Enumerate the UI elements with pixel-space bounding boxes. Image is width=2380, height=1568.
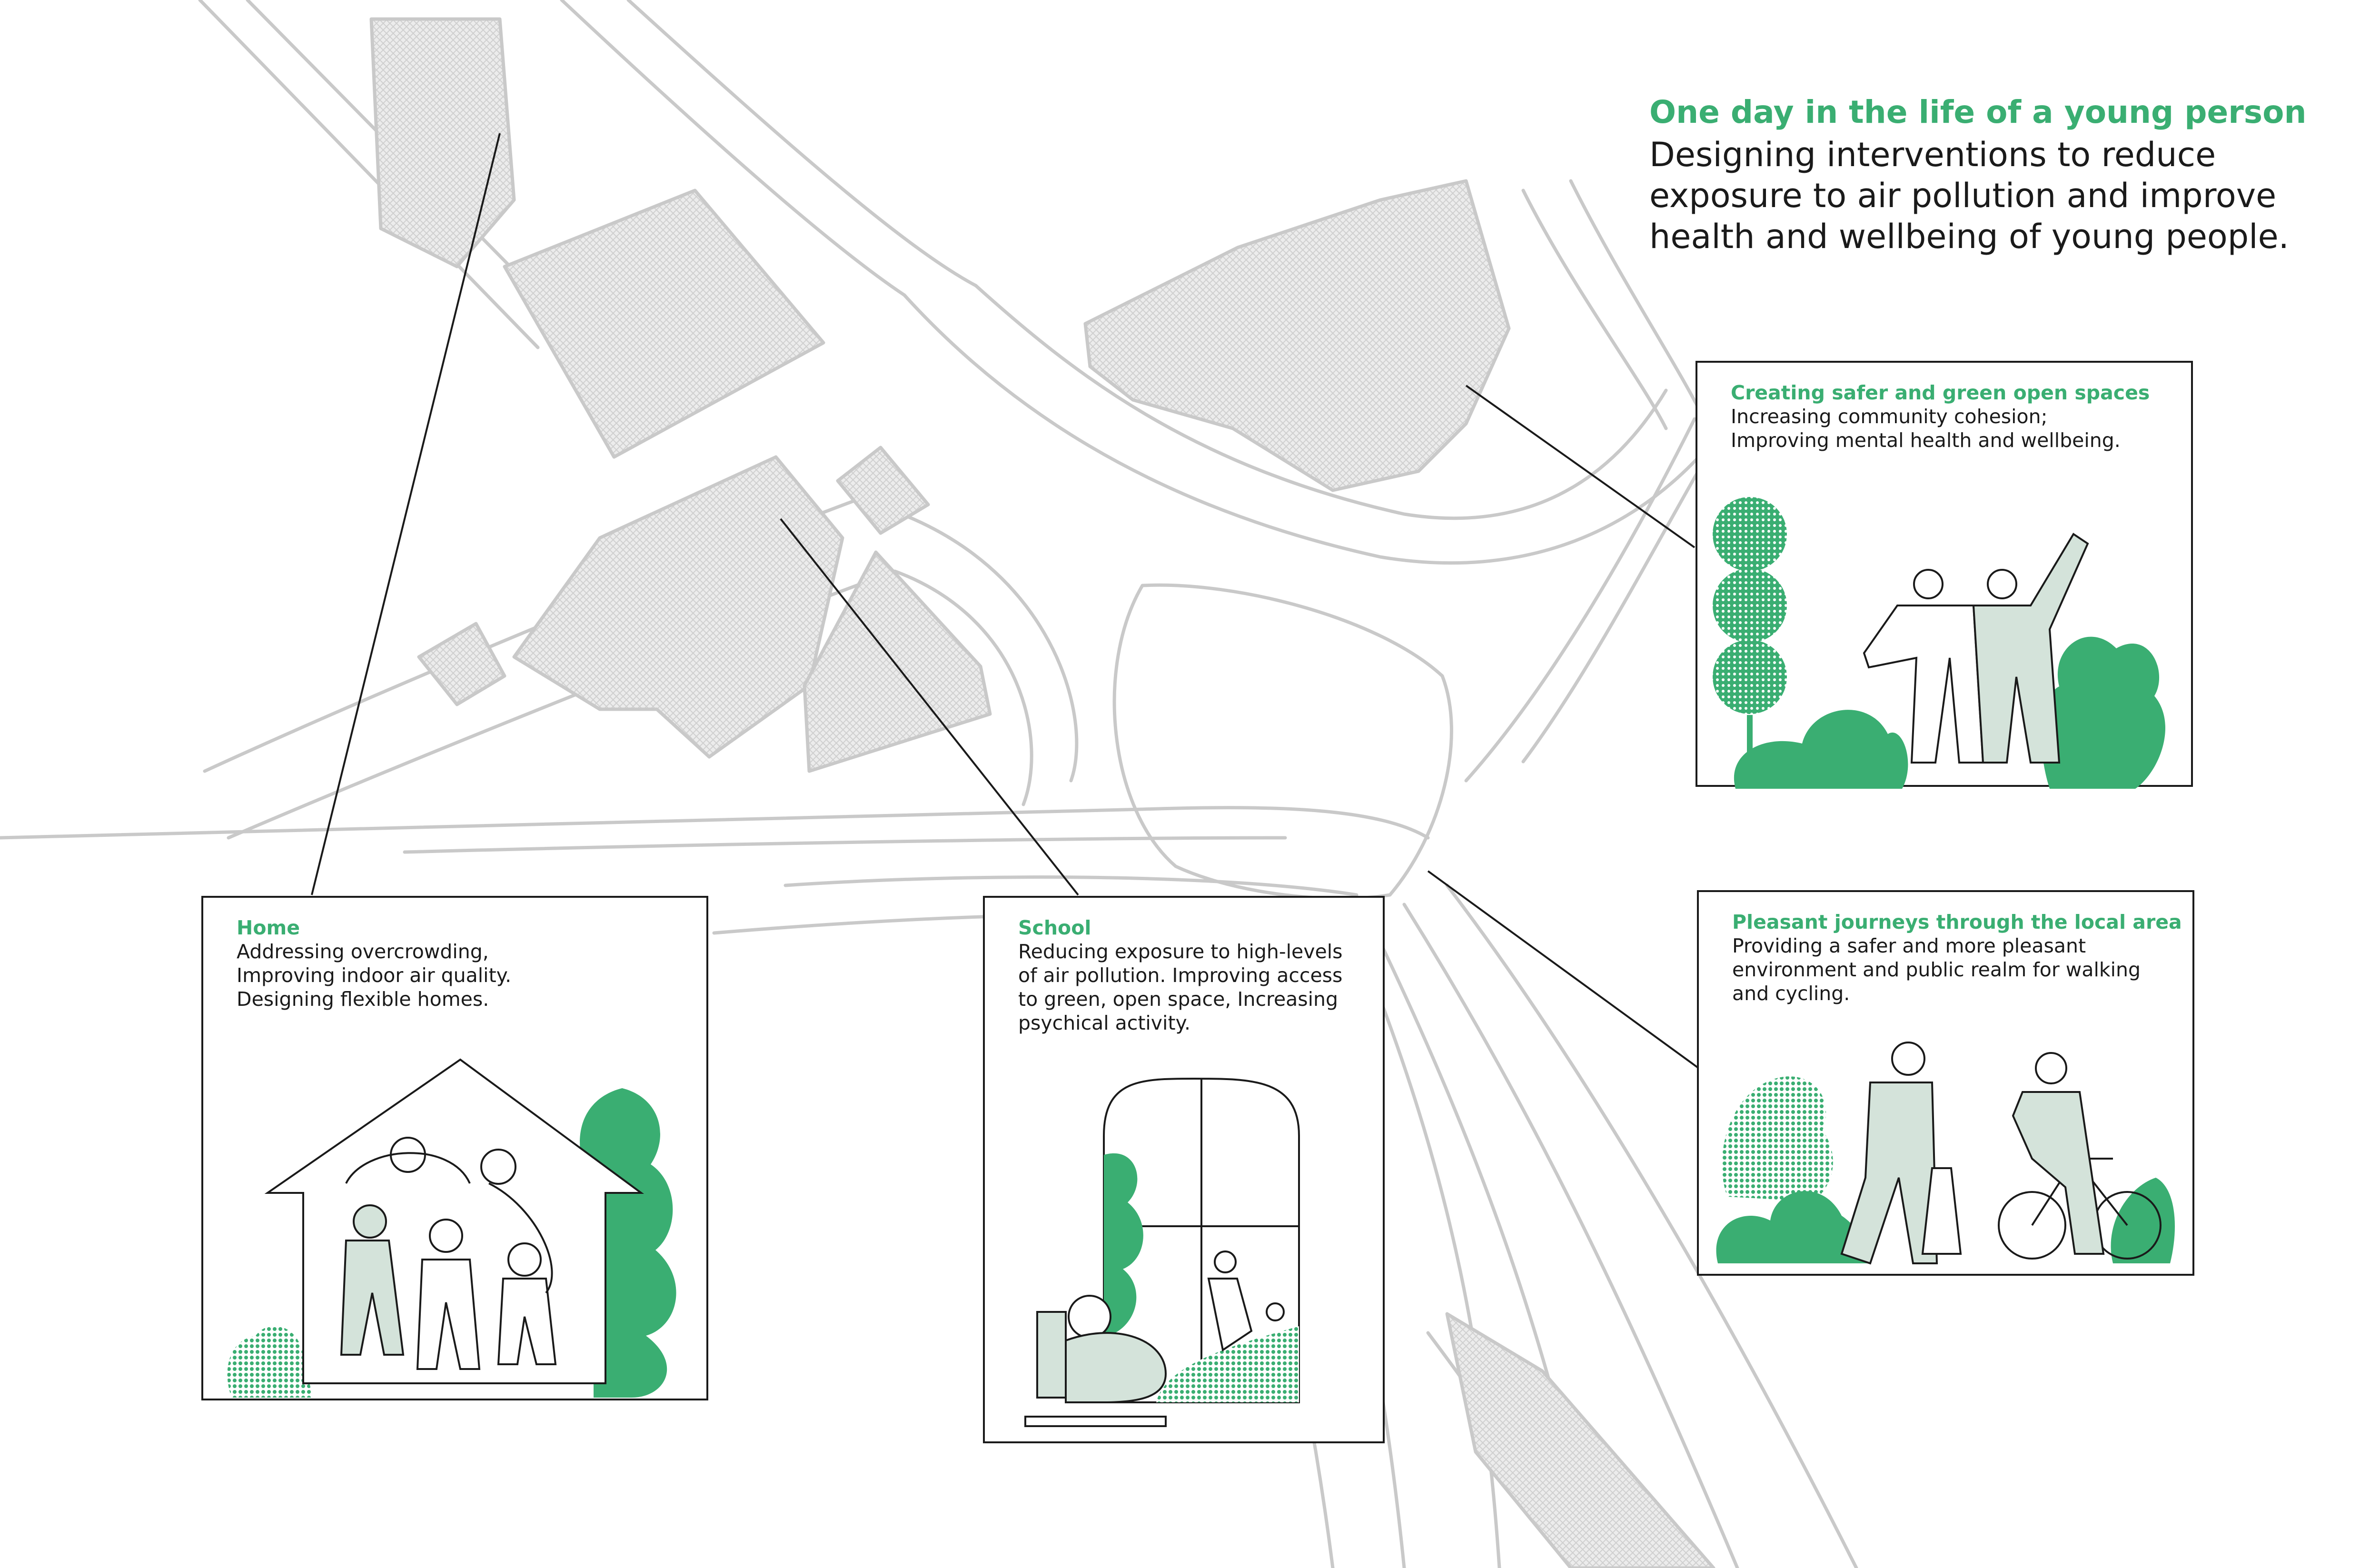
connector-journeys: [1427, 870, 1700, 1070]
home-card: Home Addressing overcrowding, Improving …: [201, 896, 708, 1400]
open-spaces-card: Creating safer and green open spaces Inc…: [1696, 361, 2193, 789]
tree-icon: [1713, 497, 1787, 782]
open-spaces-body: Increasing community cohesion; Improving…: [1731, 405, 2121, 452]
connector-open-spaces: [1465, 385, 1696, 548]
family-icon: [340, 1137, 557, 1370]
connector-school: [780, 518, 1079, 896]
journeys-illustration: [1716, 1042, 2175, 1265]
tree-icon: [1104, 1153, 1143, 1336]
child-playing-ball-icon: [1207, 1250, 1285, 1352]
bush-icon: [1734, 636, 2165, 789]
school-heading: School: [1018, 916, 1091, 939]
journeys-body: Providing a safer and more pleasant envi…: [1732, 934, 2141, 1005]
window-icon: [1103, 1078, 1300, 1403]
school-body: Reducing exposure to high-levels of air …: [1018, 940, 1343, 1034]
walker-with-bag-icon: [1840, 1042, 1962, 1265]
home-body: Addressing overcrowding, Improving indoo…: [237, 940, 512, 1011]
subtitle: Designing interventions to reduce exposu…: [1649, 135, 2289, 256]
house-illustration: [227, 1058, 676, 1398]
title-block: One day in the life of a young person De…: [1649, 90, 2363, 257]
people-waving-icon: [1863, 533, 2089, 764]
school-illustration: [1024, 1078, 1300, 1427]
journeys-heading: Pleasant journeys through the local area: [1732, 911, 2182, 933]
open-spaces-heading: Creating safer and green open spaces: [1731, 381, 2150, 404]
connector-home: [311, 133, 501, 895]
accent-title: One day in the life of a young person: [1649, 94, 2307, 130]
school-card: School Reducing exposure to high-levels …: [983, 896, 1385, 1443]
child-reading-icon: [1024, 1295, 1167, 1427]
bush-icon: [1156, 1326, 1299, 1402]
cyclist-icon: [1998, 1052, 2162, 1260]
journeys-card: Pleasant journeys through the local area…: [1697, 890, 2194, 1276]
bush-icon: [1716, 1076, 2175, 1263]
bush-icon: [227, 1326, 313, 1398]
home-heading: Home: [237, 916, 300, 939]
open-spaces-illustration: [1713, 497, 2165, 789]
